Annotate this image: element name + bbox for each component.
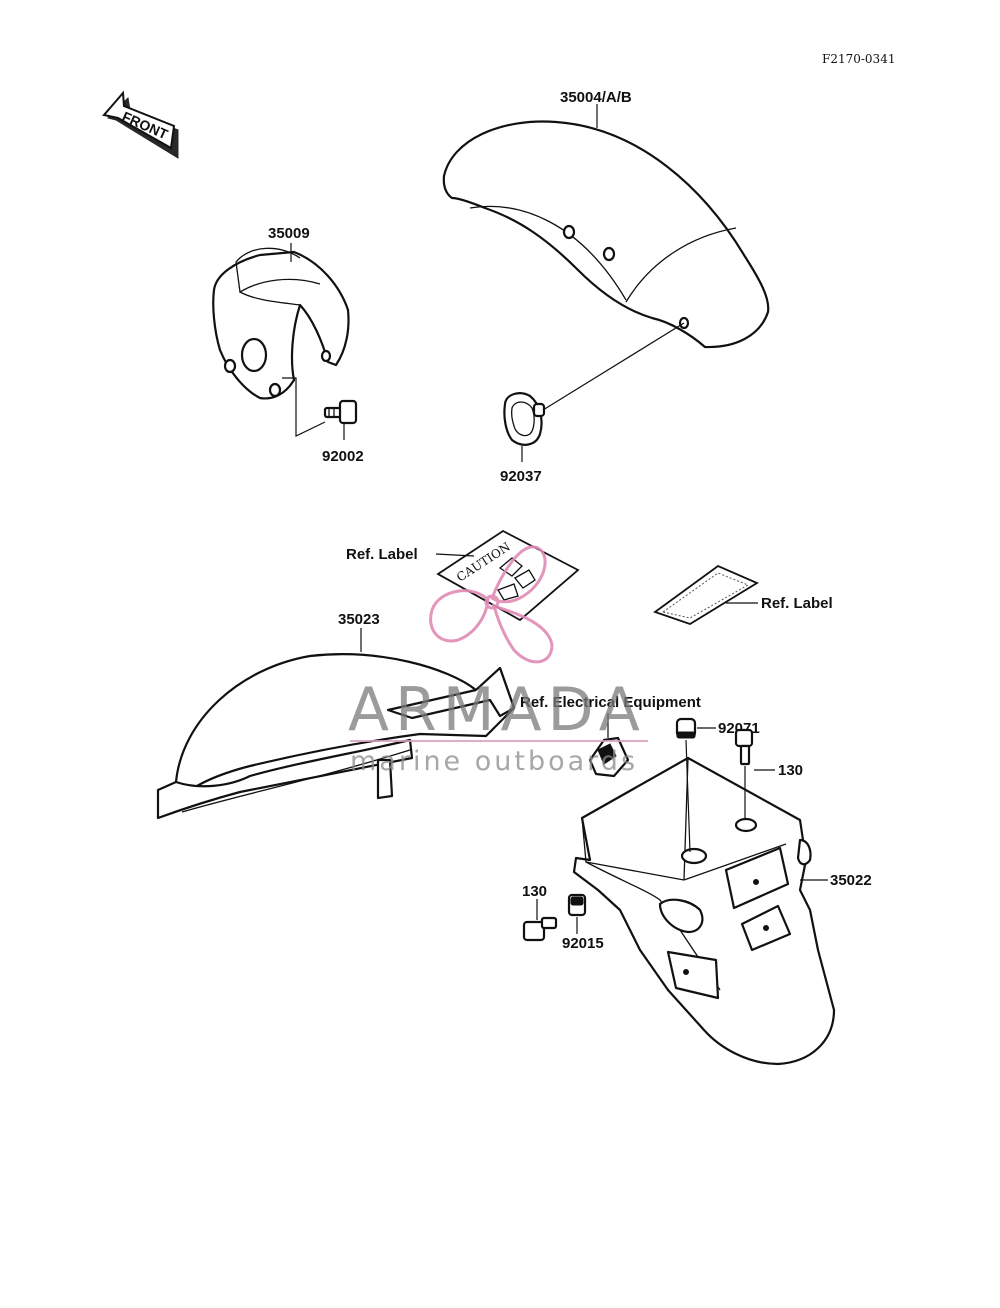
label-130-top: 130 bbox=[778, 762, 803, 779]
watermark: ARMADA marine outboards bbox=[348, 545, 648, 777]
grommet-92071 bbox=[675, 717, 697, 739]
bolt-130-left bbox=[522, 916, 558, 942]
front-arrow-icon: FRONT bbox=[102, 90, 179, 159]
front-fender-35004 bbox=[442, 120, 770, 349]
label-35004: 35004/A/B bbox=[560, 89, 632, 106]
label-130-left: 130 bbox=[522, 883, 547, 900]
electrical-clip bbox=[588, 736, 630, 778]
drawing-code: F2170-0341 bbox=[822, 52, 895, 66]
label-92037: 92037 bbox=[500, 468, 542, 485]
ref-label-2: Ref. Label bbox=[761, 595, 833, 612]
ref-label-1: Ref. Label bbox=[346, 546, 418, 563]
label-92015: 92015 bbox=[562, 935, 604, 952]
rear-fender-35022 bbox=[572, 756, 836, 1066]
label-35022: 35022 bbox=[830, 872, 872, 889]
bolt-92002 bbox=[323, 399, 358, 425]
clip-92037 bbox=[503, 392, 546, 446]
propeller-logo-icon bbox=[429, 545, 554, 664]
reflector-label-strip bbox=[653, 564, 759, 625]
ref-electrical-equipment: Ref. Electrical Equipment bbox=[520, 694, 701, 711]
label-35009: 35009 bbox=[268, 225, 310, 242]
bolt-130-top bbox=[734, 728, 754, 766]
watermark-tagline: marine outboards bbox=[350, 746, 638, 777]
caution-label-sticker: CAUTION bbox=[436, 529, 580, 622]
nut-92015 bbox=[567, 893, 587, 917]
rear-inner-fender-35023 bbox=[156, 653, 516, 820]
label-92002: 92002 bbox=[322, 448, 364, 465]
watermark-brand: ARMADA bbox=[348, 675, 646, 745]
label-35023: 35023 bbox=[338, 611, 380, 628]
headlight-cover-35009 bbox=[212, 247, 350, 400]
